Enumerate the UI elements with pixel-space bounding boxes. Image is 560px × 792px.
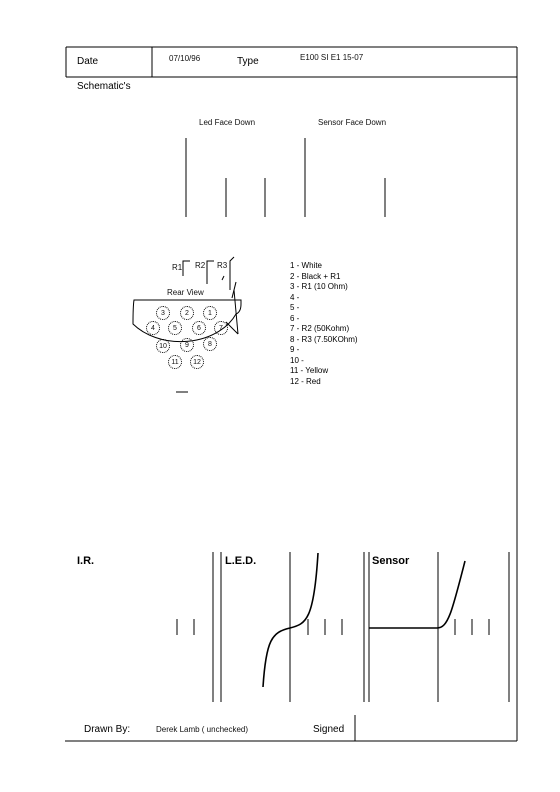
pin-list-item: 8 - R3 (7.50KOhm) (290, 334, 358, 344)
drawn-by-label: Drawn By: (84, 724, 131, 735)
drawn-by-value: Derek Lamb ( unchecked) (156, 725, 249, 734)
pin-list-item: 7 - R2 (50Kohm) (290, 324, 350, 333)
sensor-graph-title: Sensor (372, 555, 410, 567)
connector-pin: 3 (156, 306, 170, 320)
resistor-r2-label: R2 (195, 261, 206, 270)
pin-wiring-list: 1 - White 2 - Black + R1 3 - R1 (10 Ohm)… (290, 261, 358, 387)
connector-pin: 7 (214, 321, 228, 335)
pin-list-item: 11 - Yellow (290, 366, 329, 375)
date-label: Date (77, 56, 99, 67)
connector-pin: 5 (168, 321, 182, 335)
resistor-r3-label: R3 (217, 261, 228, 270)
pin-list-item: 10 - (290, 355, 304, 365)
connector-pin: 2 (180, 306, 194, 320)
rear-view-label: Rear View (167, 288, 204, 297)
pin-list-item: 5 - (290, 303, 300, 312)
schematic-title: Schematic's (77, 81, 131, 92)
led-curve (262, 552, 319, 688)
connector-pin: 10 (156, 339, 170, 353)
connector-pin: 12 (190, 355, 204, 369)
connector-pin: 1 (203, 306, 217, 320)
pin-list-item: 9 - (290, 345, 300, 354)
connector-pin: 9 (180, 338, 194, 352)
sensor-face-down-label: Sensor Face Down (318, 118, 387, 127)
sensor-curve (369, 560, 466, 629)
pin-list-item: 3 - R1 (10 Ohm) (290, 282, 348, 291)
resistor-r1-label: R1 (172, 263, 183, 272)
connector-pin: 6 (192, 321, 206, 335)
ir-graph-title: I.R. (77, 555, 95, 567)
pin-list-item: 4 - (290, 292, 300, 302)
led-graph-title: L.E.D. (225, 555, 257, 567)
pin-list-item: 2 - Black + R1 (290, 271, 341, 281)
type-label: Type (237, 56, 259, 67)
pin-list-item: 6 - (290, 313, 300, 323)
signed-label: Signed (313, 724, 345, 735)
pin-list-item: 12 - Red (290, 376, 321, 386)
type-value: E100 SI E1 15-07 (300, 53, 364, 62)
led-face-down-label: Led Face Down (199, 118, 256, 127)
pin-list-item: 1 - White (290, 261, 323, 270)
date-value: 07/10/96 (169, 54, 201, 63)
connector-pin: 11 (168, 355, 182, 369)
connector-pin: 4 (146, 321, 160, 335)
connector-pin: 8 (203, 337, 217, 351)
